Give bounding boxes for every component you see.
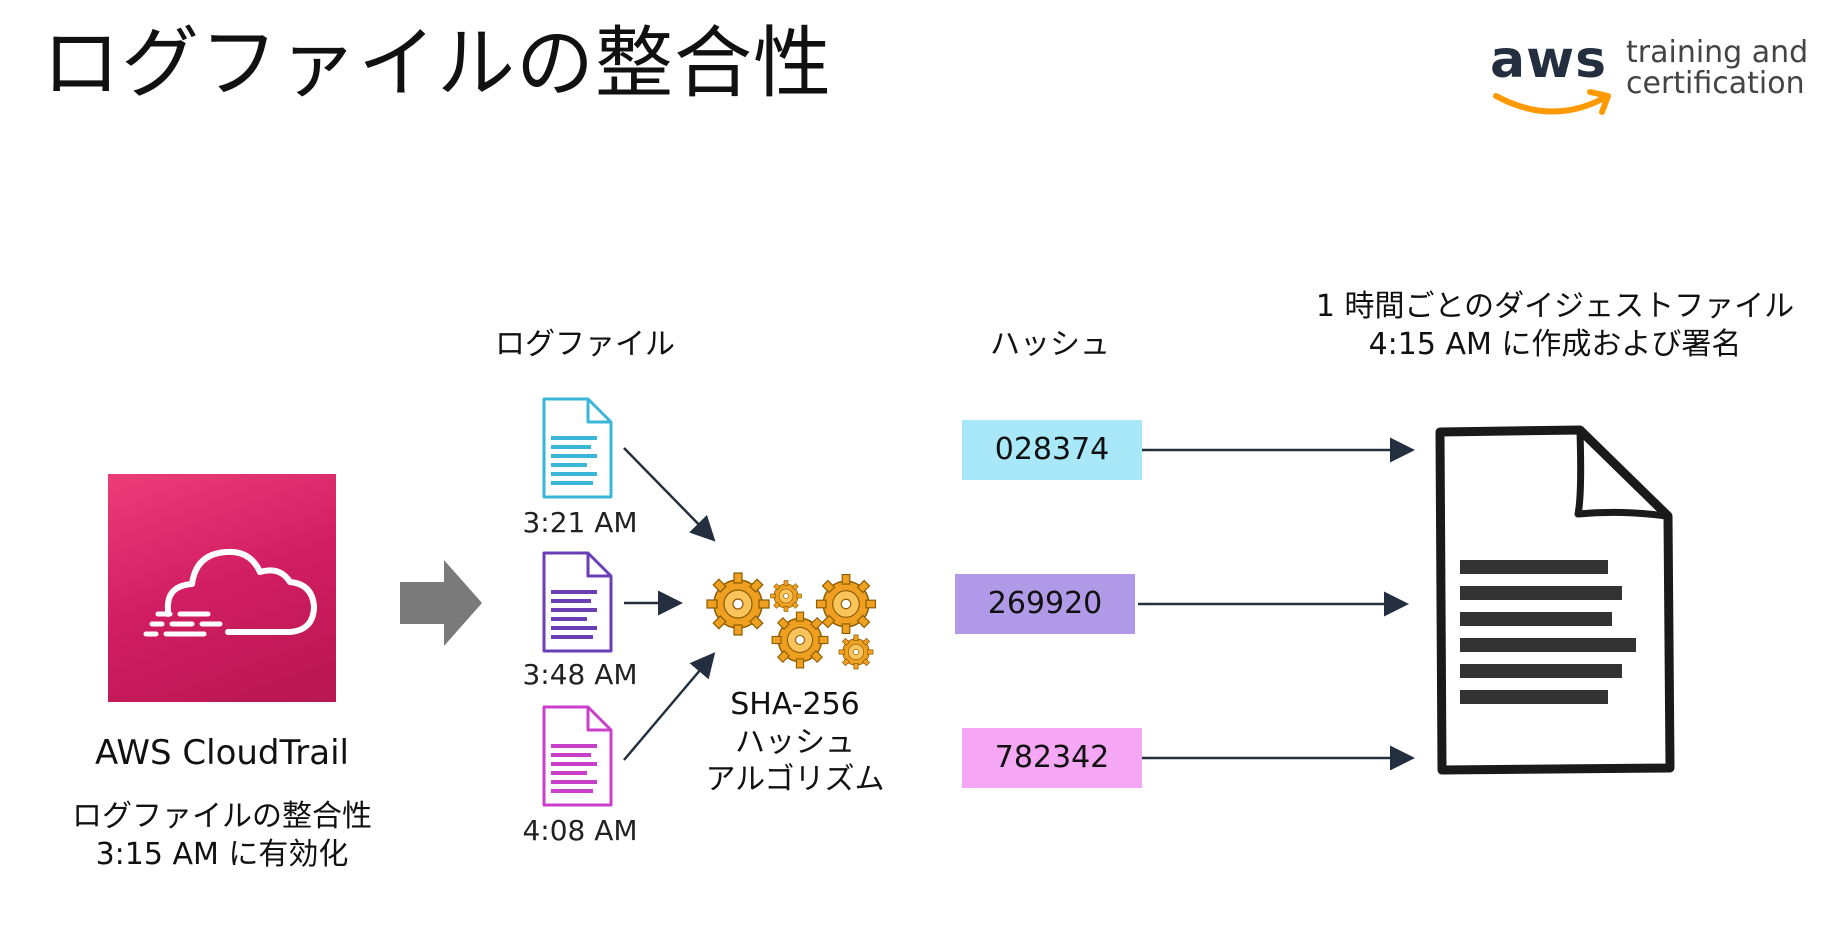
gears-icon (706, 572, 877, 670)
digest-label-line2: 4:15 AM に作成および署名 (1368, 326, 1742, 362)
log-file-icon (542, 705, 613, 807)
cloudtrail-note-line2: 3:15 AM に有効化 (95, 836, 349, 872)
log-file-icon (542, 397, 613, 499)
cloudtrail-name: AWS CloudTrail (94, 733, 349, 773)
cloudtrail-service-icon (108, 474, 336, 702)
algorithm-label-line1: SHA-256 (730, 687, 860, 722)
aws-logo: aws training and certification (1490, 34, 1810, 124)
hash-value-box: 269920 (955, 574, 1135, 634)
hash-to-digest-arrows (1138, 437, 1415, 770)
hash-value-box: 782342 (962, 728, 1142, 788)
aws-smile-icon (1493, 89, 1611, 115)
log-file-time: 3:21 AM (522, 506, 638, 539)
cloudtrail-cloud-icon (143, 548, 317, 637)
document-icon (1435, 425, 1675, 775)
algorithm-label-line3: アルゴリズム (705, 762, 885, 797)
logo-brand: aws (1490, 30, 1608, 90)
algorithm-label: SHA-256 ハッシュ アルゴリズム (670, 686, 920, 799)
cloudtrail-note: ログファイルの整合性 3:15 AM に有効化 (52, 798, 392, 873)
log-file-icon (542, 551, 613, 653)
slide-title: ログファイルの整合性 (42, 19, 833, 109)
flow-arrow-icon (400, 560, 482, 646)
log-files-heading: ログファイル (495, 327, 675, 362)
digest-label-line1: 1 時間ごとのダイジェストファイル (1315, 289, 1795, 324)
log-file-time: 4:08 AM (522, 814, 638, 847)
file-to-algorithm-arrows (623, 447, 716, 761)
cloudtrail-note-line1: ログファイルの整合性 (72, 799, 372, 834)
digest-label: 1 時間ごとのダイジェストファイル 4:15 AM に作成および署名 (1290, 288, 1820, 363)
hash-value-box: 028374 (962, 420, 1142, 480)
log-file-time: 3:48 AM (522, 658, 638, 691)
hashes-heading: ハッシュ (990, 327, 1110, 362)
algorithm-label-line2: ハッシュ (735, 724, 855, 760)
logo-tagline: training and certification (1626, 35, 1809, 101)
logo-tagline-line1: training and (1626, 35, 1809, 70)
logo-tagline-line2: certification (1626, 65, 1805, 101)
